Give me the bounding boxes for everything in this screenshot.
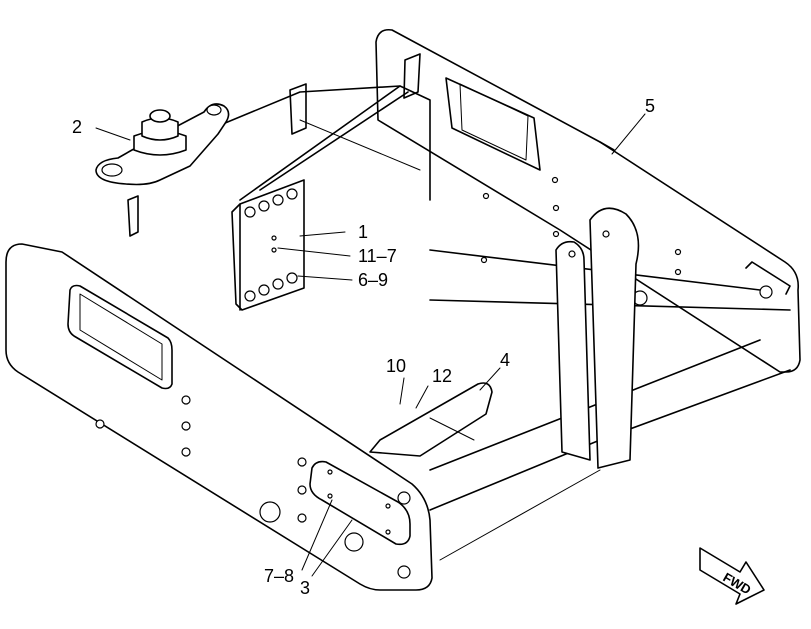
hitch-assembly xyxy=(95,83,307,237)
fwd-arrow: FWD xyxy=(699,547,765,605)
guard-plate xyxy=(369,382,493,457)
left-side-plate xyxy=(5,243,433,591)
label-10: 10 xyxy=(386,356,406,376)
label-2: 2 xyxy=(72,117,82,137)
mounting-block xyxy=(231,179,305,311)
cover-plate xyxy=(309,460,411,546)
label-5: 5 xyxy=(645,96,655,116)
label-4: 4 xyxy=(500,350,510,370)
label-1: 1 xyxy=(358,222,368,242)
label-3: 3 xyxy=(300,578,310,598)
callout-labels: 2 1 11–7 6–9 5 4 10 12 7–8 3 xyxy=(72,96,655,598)
label-12: 12 xyxy=(432,366,452,386)
leader-lines xyxy=(95,113,646,577)
front-brackets xyxy=(555,207,640,469)
label-6-9: 6–9 xyxy=(358,270,388,290)
right-side-plate xyxy=(375,28,801,373)
label-7-8: 7–8 xyxy=(264,566,294,586)
block-bolts xyxy=(244,188,298,302)
label-11-7: 11–7 xyxy=(358,246,397,266)
